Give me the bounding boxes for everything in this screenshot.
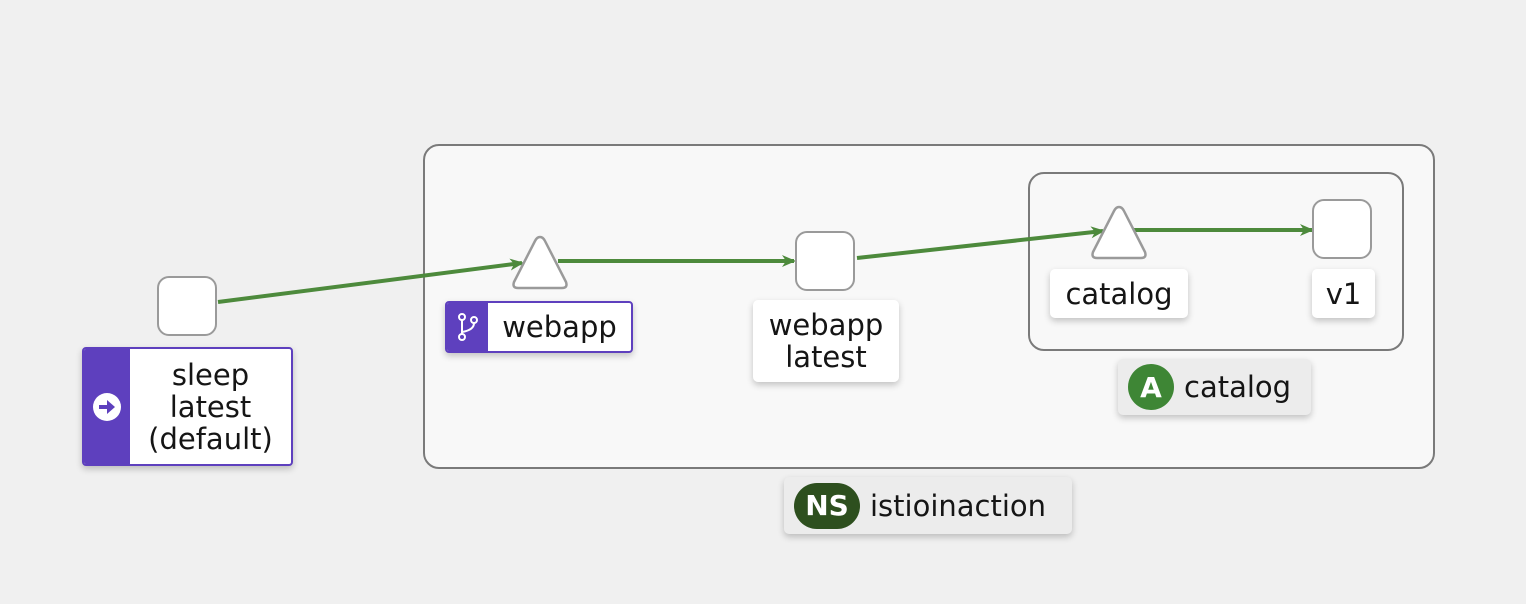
webapp-service-label[interactable]: webapp <box>445 301 633 353</box>
namespace-group-name: istioinaction <box>870 488 1047 523</box>
branch-icon <box>457 313 478 341</box>
sleep-label-line2: latest <box>169 389 252 424</box>
sleep-label-text: sleep latest (default) <box>130 349 291 464</box>
app-group-label[interactable]: A catalog <box>1118 359 1311 415</box>
webapp-service-badge-strip <box>447 303 488 351</box>
webapp-latest-node[interactable] <box>795 231 855 291</box>
sleep-node-label[interactable]: sleep latest (default) <box>82 347 293 466</box>
arrow-circle-right-icon <box>93 392 121 421</box>
webapp-latest-label-line2: latest <box>785 340 867 374</box>
edge-sleep-to-webapp[interactable] <box>217 258 524 304</box>
webapp-latest-label-line1: webapp <box>768 308 884 342</box>
catalog-v1-node[interactable] <box>1312 199 1372 259</box>
namespace-group-label[interactable]: NS istioinaction <box>784 477 1072 534</box>
webapp-service-label-line: webapp <box>502 310 617 344</box>
webapp-service-label-text: webapp <box>488 303 631 351</box>
app-group-name: catalog <box>1184 370 1292 404</box>
catalog-v1-label-line: v1 <box>1325 276 1362 311</box>
webapp-service-node[interactable] <box>510 233 570 293</box>
catalog-v1-label[interactable]: v1 <box>1312 269 1375 318</box>
app-badge: A <box>1128 364 1174 410</box>
namespace-badge: NS <box>794 482 860 529</box>
catalog-service-label-line: catalog <box>1065 276 1173 311</box>
sleep-label-line3: (default) <box>148 421 273 456</box>
sleep-node[interactable] <box>157 276 217 336</box>
catalog-service-node[interactable] <box>1089 203 1149 263</box>
sleep-badge-strip <box>84 349 130 464</box>
edge-webapp-latest-to-catalog[interactable] <box>856 226 1105 260</box>
sleep-label-line1: sleep <box>171 357 250 392</box>
catalog-service-label[interactable]: catalog <box>1050 269 1188 318</box>
webapp-latest-label[interactable]: webapp latest <box>753 300 899 382</box>
